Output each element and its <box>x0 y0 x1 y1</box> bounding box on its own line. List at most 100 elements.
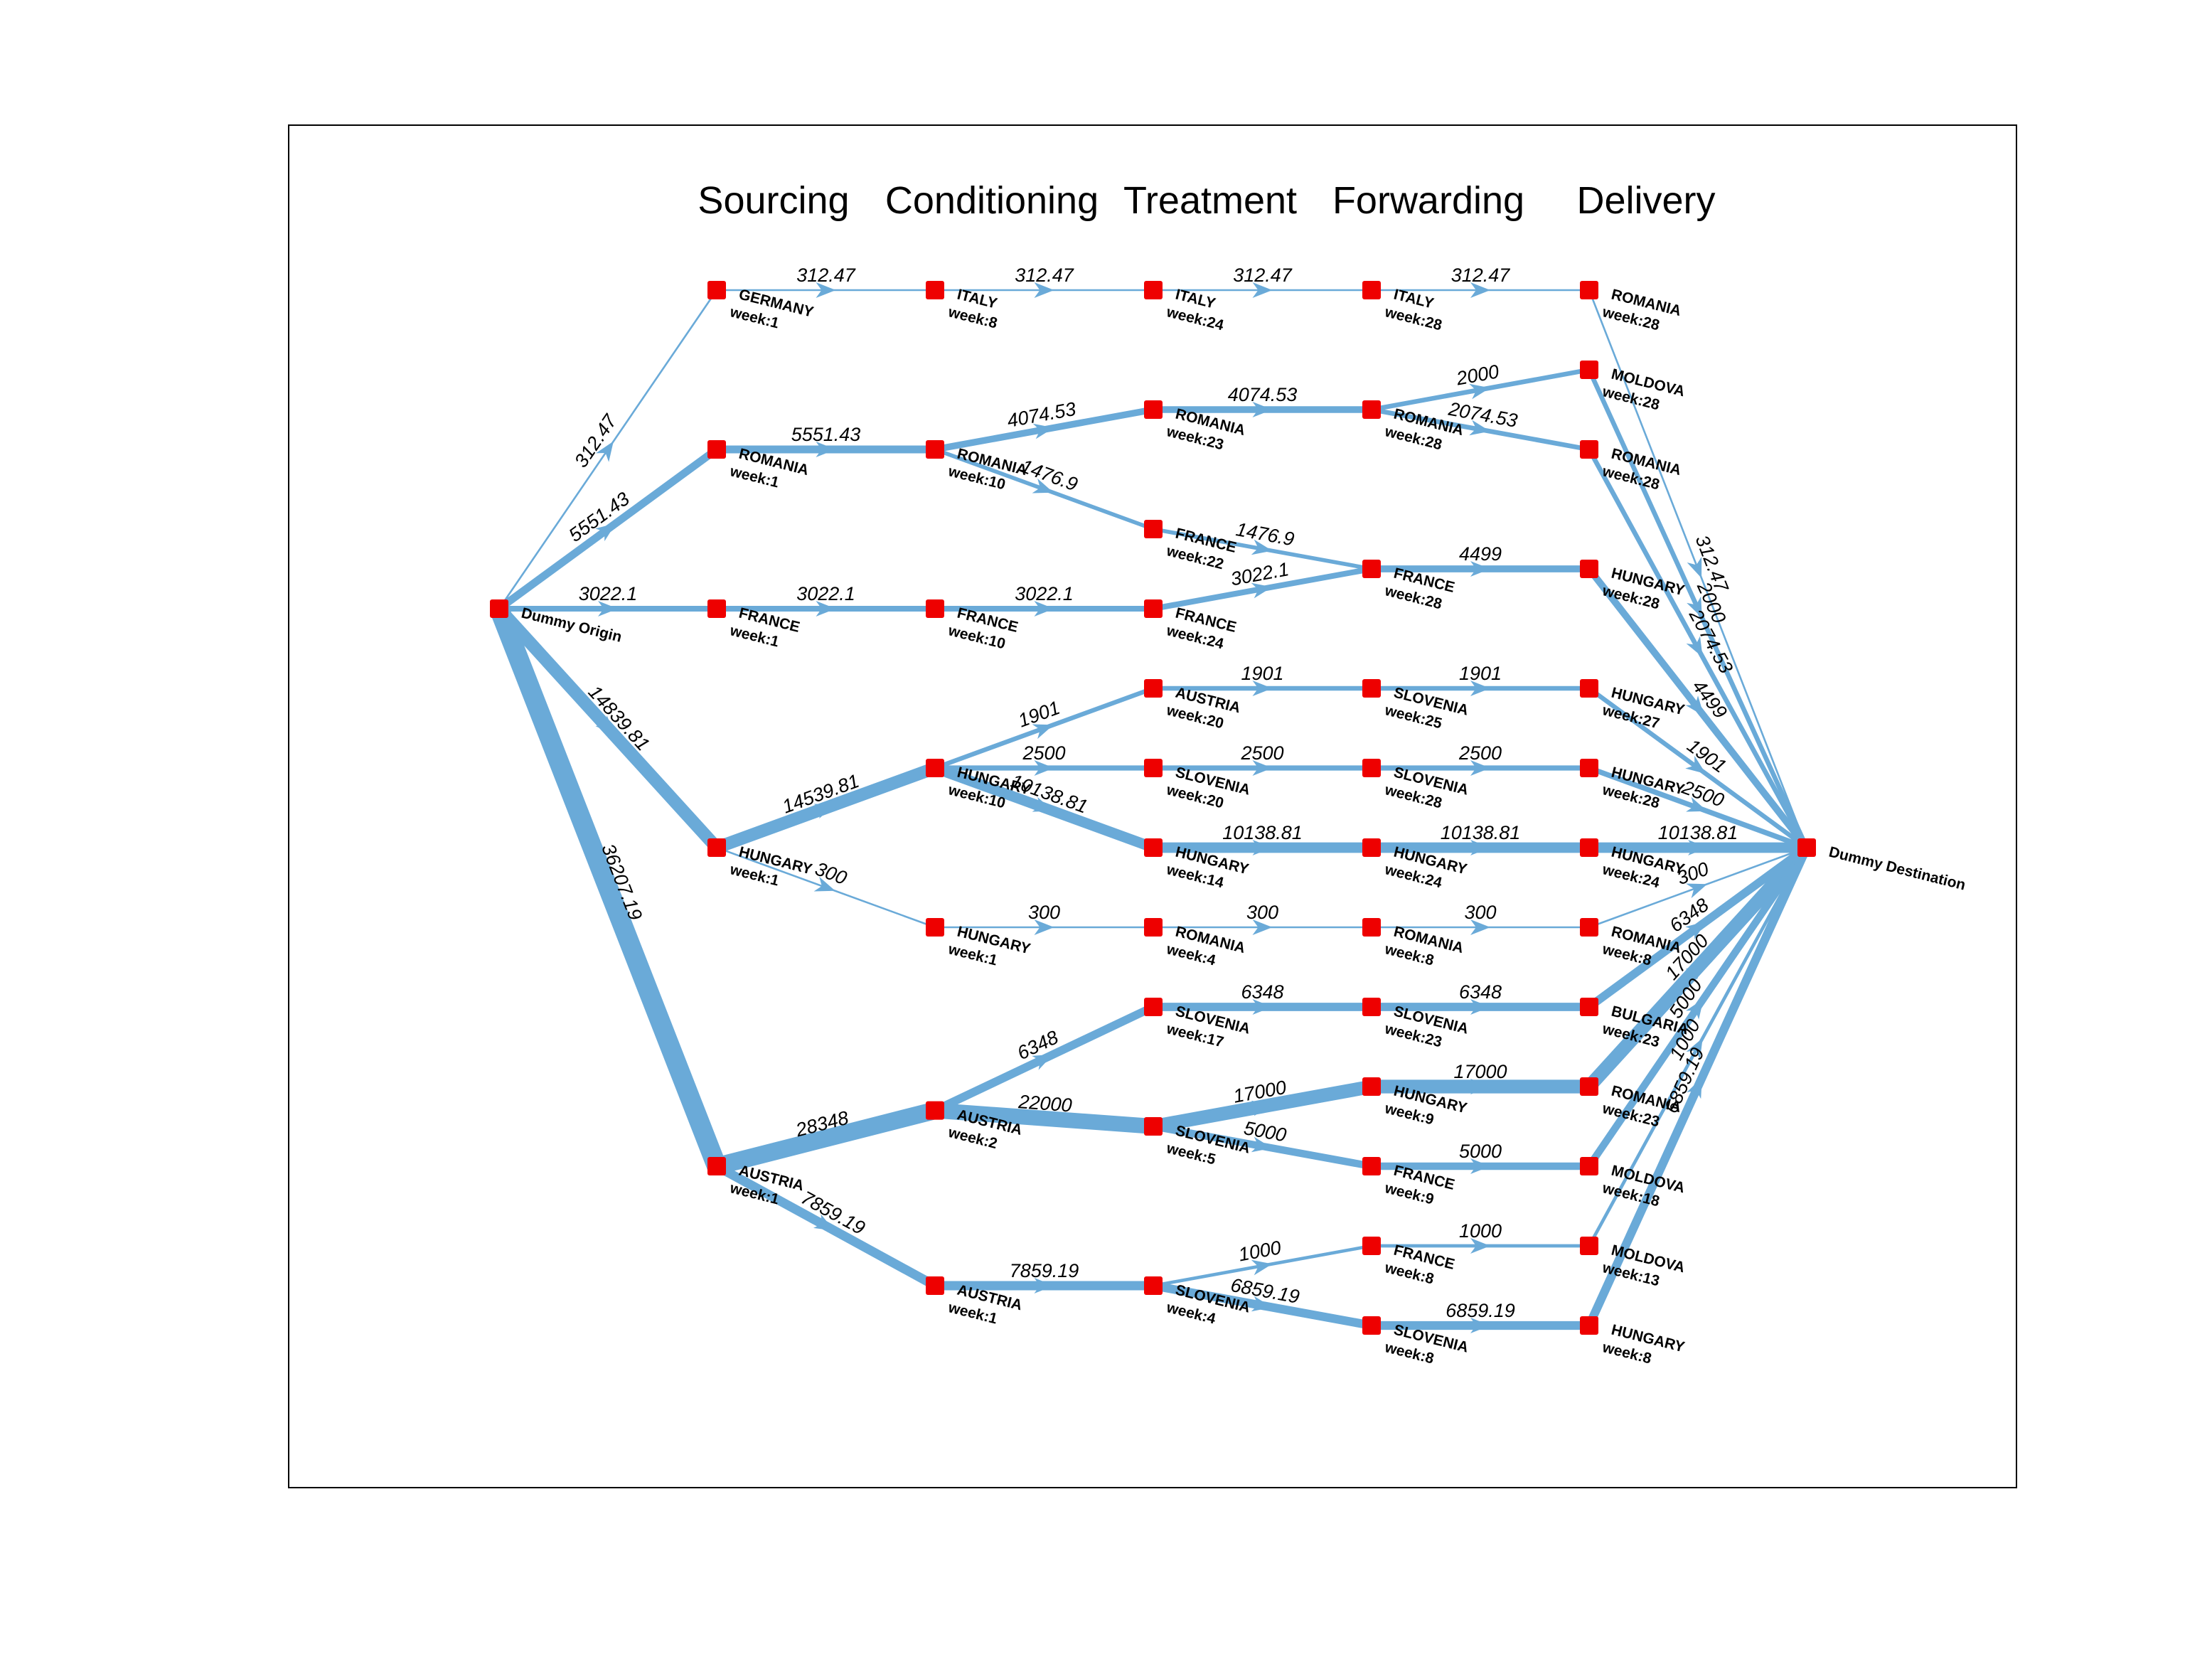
flow-arrow-icon <box>1470 1158 1490 1174</box>
flow-arrow-icon <box>1470 1079 1490 1094</box>
node-marker <box>1362 400 1381 419</box>
node-marker <box>1580 361 1598 379</box>
node-marker <box>1362 1237 1381 1255</box>
flow-arrow-icon <box>1032 796 1054 812</box>
node-marker <box>1144 520 1163 538</box>
node-marker <box>1362 998 1381 1016</box>
flow-value-label: 7859.19 <box>1010 1260 1079 1281</box>
node-marker <box>1362 560 1381 578</box>
node-marker <box>707 1157 726 1175</box>
node-marker <box>1580 1157 1598 1175</box>
flow-value-label: 10138.81 <box>1222 822 1303 843</box>
flow-value-label: 1901 <box>1241 663 1283 684</box>
flow-arrows <box>595 282 1708 1333</box>
flow-arrow-icon <box>1470 840 1490 855</box>
node-marker <box>1144 400 1163 419</box>
node-marker <box>1362 1077 1381 1096</box>
node-marker <box>707 599 726 618</box>
node-marker <box>926 759 944 777</box>
flow-value-label: 3022.1 <box>579 583 638 604</box>
node-marker <box>1362 679 1381 698</box>
node-marker <box>926 918 944 937</box>
node-marker <box>1144 599 1163 618</box>
flow-arrow-icon <box>814 1133 836 1148</box>
flow-arrow-icon <box>1686 636 1703 658</box>
flow-arrow-icon <box>1252 282 1273 298</box>
flow-arrow-icon <box>1034 1278 1054 1293</box>
node-marker <box>1580 1077 1598 1096</box>
flow-arrow-icon <box>1032 724 1054 740</box>
node-marker <box>1144 998 1163 1016</box>
node-marker <box>1580 440 1598 459</box>
flow-arrow-icon <box>1032 1054 1054 1070</box>
node-marker <box>1580 281 1598 299</box>
flow-value-label: 312.47 <box>1451 265 1511 286</box>
flow-arrow-icon <box>1685 921 1706 940</box>
flow-arrow-icon <box>1687 596 1702 618</box>
flow-arrow-icon <box>1686 883 1708 899</box>
flow-value-label: 312.47 <box>1233 265 1293 286</box>
flow-arrow-icon <box>596 441 614 462</box>
flow-arrow-icon <box>1469 420 1490 436</box>
node-marker <box>926 1101 944 1120</box>
flow-value-label: 10138.81 <box>1658 822 1738 843</box>
node-label: Dummy Destination <box>1827 844 1967 894</box>
flow-value-label: 6859.19 <box>1446 1300 1515 1321</box>
flow-value-label: 1000 <box>1459 1220 1502 1242</box>
stage-title-treatment: Treatment <box>1123 179 1297 222</box>
flow-arrow-icon <box>1252 919 1273 935</box>
flow-arrow-icon <box>1686 1037 1703 1060</box>
flow-arrow-icon <box>1470 1318 1490 1333</box>
node-marker <box>1580 679 1598 698</box>
flow-value-label: 2500 <box>1458 742 1502 764</box>
flow-arrow-icon <box>1470 919 1490 935</box>
flow-arrow-icon <box>816 442 836 457</box>
flow-arrow-icon <box>1034 282 1054 298</box>
node-week: week:24 <box>1164 304 1225 334</box>
flow-value-label: 4499 <box>1459 543 1502 565</box>
flow-arrow-icon <box>1034 760 1054 776</box>
flow-arrow-icon <box>595 523 616 542</box>
flow-arrow-icon <box>1688 840 1708 855</box>
node-marker <box>1580 759 1598 777</box>
node-dummy-destination: Dummy Destination <box>1797 838 1967 894</box>
flow-arrow-icon <box>1034 919 1054 935</box>
flow-arrow-icon <box>1470 681 1490 696</box>
flow-arrow-icon <box>1687 1077 1702 1099</box>
node-marker <box>1144 679 1163 698</box>
flow-arrow-icon <box>1251 582 1273 599</box>
node-marker <box>490 599 508 618</box>
flow-arrow-icon <box>1252 681 1273 696</box>
node-marker <box>1144 838 1163 857</box>
flow-arrow-icon <box>595 715 615 736</box>
flow-arrow-icon <box>1252 760 1273 776</box>
flow-arrow-icon <box>597 875 612 897</box>
node-marker <box>707 838 726 857</box>
flow-arrow-icon <box>1470 561 1490 577</box>
node-marker <box>1580 560 1598 578</box>
node-marker <box>1580 838 1598 857</box>
flow-value-label: 5551.43 <box>791 424 861 445</box>
flow-arrow-icon <box>1252 840 1273 855</box>
flow-value-label: 4074.53 <box>1228 384 1298 405</box>
node-marker <box>1144 281 1163 299</box>
